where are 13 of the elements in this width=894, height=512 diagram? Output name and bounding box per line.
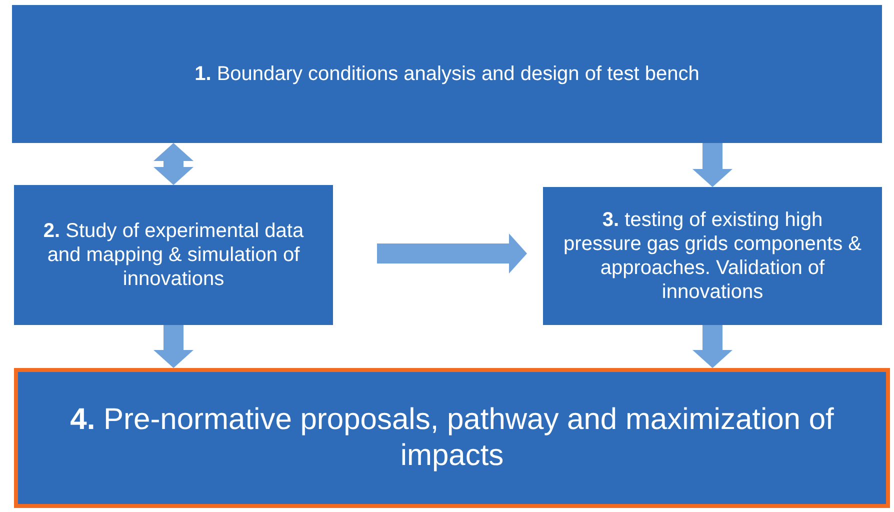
block-arrow: [692, 325, 732, 368]
block-arrow: [154, 325, 194, 368]
process-box: [12, 5, 882, 143]
box-text: 1. Boundary conditions analysis and design of test bench: [194, 62, 700, 86]
block-arrow: [377, 234, 527, 274]
box-text: 4. Pre-normative proposals, pathway and maximization of impacts: [69, 402, 835, 474]
process-box: [14, 185, 333, 325]
block-arrow: [154, 143, 194, 185]
box-text: 3. testing of existing high pressure gas grids components & approaches. Validation of innovations: [562, 208, 862, 304]
box-text: 2. Study of experimental data and mapping & simulation of innovations: [42, 219, 305, 291]
process-box: [14, 368, 890, 508]
block-arrow: [692, 143, 732, 187]
process-box: [543, 187, 882, 325]
